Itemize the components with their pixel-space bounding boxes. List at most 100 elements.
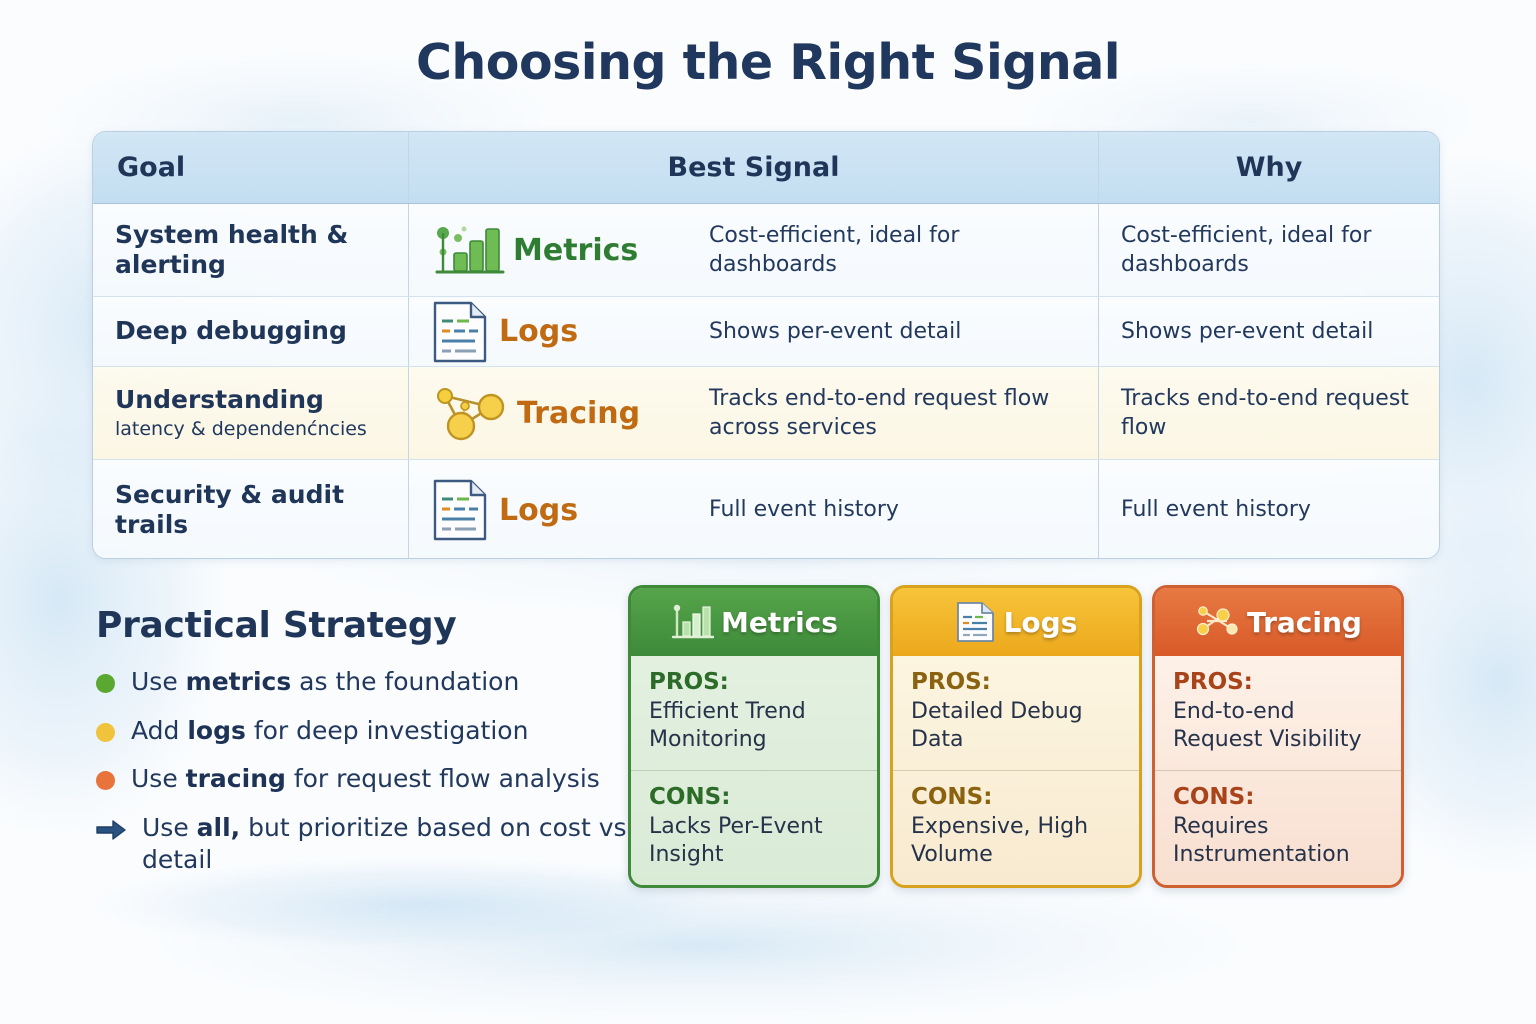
signal-comparison-table: Goal Best Signal Why System health & ale… <box>92 131 1440 559</box>
cons-label: CONS: <box>649 784 731 810</box>
bullet-keyword: logs <box>187 715 246 745</box>
cons-text: Lacks Per-Event Insight <box>649 814 823 867</box>
cell-why: Tracks end-to-end request flow <box>1099 367 1439 459</box>
signal-badge-logs: Logs <box>431 299 709 365</box>
bullet-keyword: all, <box>196 812 241 842</box>
signal-cards-group: Metrics PROS: Efficient Trend Monitoring… <box>628 585 1404 888</box>
bullet-tail: for request flow analysis <box>285 764 600 793</box>
card-header-metrics: Metrics <box>631 588 877 656</box>
card-cons-section: CONS: Expensive, High Volume <box>893 771 1139 885</box>
strategy-heading: Practical Strategy <box>96 605 457 646</box>
bullet-tail: as the foundation <box>291 667 520 696</box>
node-graph-icon <box>1196 606 1238 636</box>
card-body: PROS: Efficient Trend Monitoring CONS: L… <box>631 656 877 885</box>
signal-name: Metrics <box>513 232 639 268</box>
card-pros-section: PROS: End-to-end Request Visibility <box>1155 656 1401 771</box>
cons-label: CONS: <box>911 784 993 810</box>
signal-name: Tracing <box>517 395 641 431</box>
pros-text: Detailed Debug Data <box>911 699 1083 752</box>
cell-best-signal: Tracing Tracks end-to-end request flow a… <box>409 367 1099 459</box>
why-text: Shows per-event detail <box>1121 318 1374 344</box>
cons-label: CONS: <box>1173 784 1255 810</box>
goal-line-1: System health & <box>115 219 349 249</box>
cell-goal: Understanding latency & dependenćncies <box>93 367 409 459</box>
pros-label: PROS: <box>1173 669 1253 695</box>
card-header-logs: Logs <box>893 588 1139 656</box>
strategy-bullet: Add logs for deep investigation <box>96 715 636 748</box>
column-header-goal: Goal <box>93 132 409 203</box>
card-body: PROS: End-to-end Request Visibility CONS… <box>1155 656 1401 885</box>
table-header-row: Goal Best Signal Why <box>93 132 1439 204</box>
bullet-tail: for deep investigation <box>245 715 529 745</box>
node-graph-icon <box>437 388 505 441</box>
bullet-lead: Use <box>131 764 186 793</box>
bar-chart-icon <box>671 604 715 639</box>
why-text: Cost-efficient, ideal for dashboards <box>1121 222 1372 277</box>
pros-text: Efficient Trend Monitoring <box>649 699 806 752</box>
bar-chart-icon <box>435 226 505 274</box>
cell-best-signal: Metrics Cost-efficient, ideal for dashbo… <box>409 204 1099 296</box>
cell-why: Cost-efficient, ideal for dashboards <box>1099 204 1439 296</box>
bullet-keyword: metrics <box>185 667 292 696</box>
document-icon <box>433 479 487 541</box>
signal-badge-logs: Logs <box>431 477 709 543</box>
bullet-text: Use metrics as the foundation <box>131 666 519 699</box>
pros-text: End-to-end Request Visibility <box>1173 699 1362 752</box>
practical-strategy-section: Practical Strategy Use metrics as the fo… <box>96 605 636 893</box>
signal-badge-metrics: Metrics <box>431 219 709 281</box>
cell-why: Shows per-event detail <box>1099 297 1439 366</box>
card-logs[interactable]: Logs PROS: Detailed Debug Data CONS: Exp… <box>890 585 1142 888</box>
bullet-lead: Use <box>142 812 197 842</box>
table-row: Understanding latency & dependenćncies <box>93 367 1439 460</box>
why-text: Full event history <box>1121 497 1311 523</box>
card-metrics[interactable]: Metrics PROS: Efficient Trend Monitoring… <box>628 585 880 888</box>
signal-badge-tracing: Tracing <box>431 382 709 444</box>
pros-label: PROS: <box>649 669 729 695</box>
strategy-bullet: Use metrics as the foundation <box>96 666 636 699</box>
table-row: Deep debugging <box>93 297 1439 367</box>
card-tracing[interactable]: Tracing PROS: End-to-end Request Visibil… <box>1152 585 1404 888</box>
signal-description: Full event history <box>709 497 899 523</box>
cell-goal: Deep debugging <box>93 297 409 366</box>
goal-line-1: Deep debugging <box>115 316 347 346</box>
goal-subtext: latency & dependenćncies <box>115 417 367 440</box>
goal-line-2: trails <box>115 510 189 539</box>
cell-best-signal: Logs Full event history <box>409 460 1099 558</box>
card-pros-section: PROS: Efficient Trend Monitoring <box>631 656 877 771</box>
card-cons-section: CONS: Requires Instrumentation <box>1155 771 1401 885</box>
signal-description: Tracks end-to-end request flow across se… <box>709 385 1050 440</box>
bullet-lead: Add <box>131 715 188 745</box>
why-text: Tracks end-to-end request flow <box>1121 385 1409 440</box>
signal-description: Shows per-event detail <box>709 318 962 344</box>
strategy-bullet: Use tracing for request flow analysis <box>96 763 636 796</box>
card-pros-section: PROS: Detailed Debug Data <box>893 656 1139 771</box>
document-icon <box>956 602 994 642</box>
card-title: Logs <box>1003 605 1078 639</box>
strategy-bullet: Use all, but prioritize based on cost vs… <box>96 812 636 877</box>
cell-goal: System health & alerting <box>93 204 409 296</box>
column-header-why: Why <box>1235 152 1303 183</box>
document-icon <box>433 301 487 362</box>
bullet-text: Use tracing for request flow analysis <box>131 763 600 796</box>
cell-why: Full event history <box>1099 460 1439 558</box>
card-body: PROS: Detailed Debug Data CONS: Expensiv… <box>893 656 1139 885</box>
arrow-right-icon <box>96 819 126 840</box>
cell-best-signal: Logs Shows per-event detail <box>409 297 1099 366</box>
green-dot-icon <box>96 674 115 693</box>
bullet-text: Use all, but prioritize based on cost vs… <box>142 812 636 877</box>
bullet-keyword: tracing <box>185 764 286 793</box>
pros-label: PROS: <box>911 669 991 695</box>
signal-name: Logs <box>499 492 579 528</box>
table-row: System health & alerting <box>93 204 1439 297</box>
cell-goal: Security & audit trails <box>93 460 409 558</box>
card-title: Tracing <box>1247 605 1362 639</box>
goal-line-2: alerting <box>115 250 226 279</box>
bullet-text: Add logs for deep investigation <box>131 715 528 748</box>
bullet-lead: Use <box>131 667 186 696</box>
goal-line-1: Security & audit <box>115 479 345 509</box>
page-title: Choosing the Right Signal <box>415 34 1121 91</box>
card-title: Metrics <box>721 605 838 639</box>
column-header-best-signal: Best Signal <box>409 132 1099 203</box>
card-cons-section: CONS: Lacks Per-Event Insight <box>631 771 877 885</box>
table-row: Security & audit trails <box>93 460 1439 558</box>
